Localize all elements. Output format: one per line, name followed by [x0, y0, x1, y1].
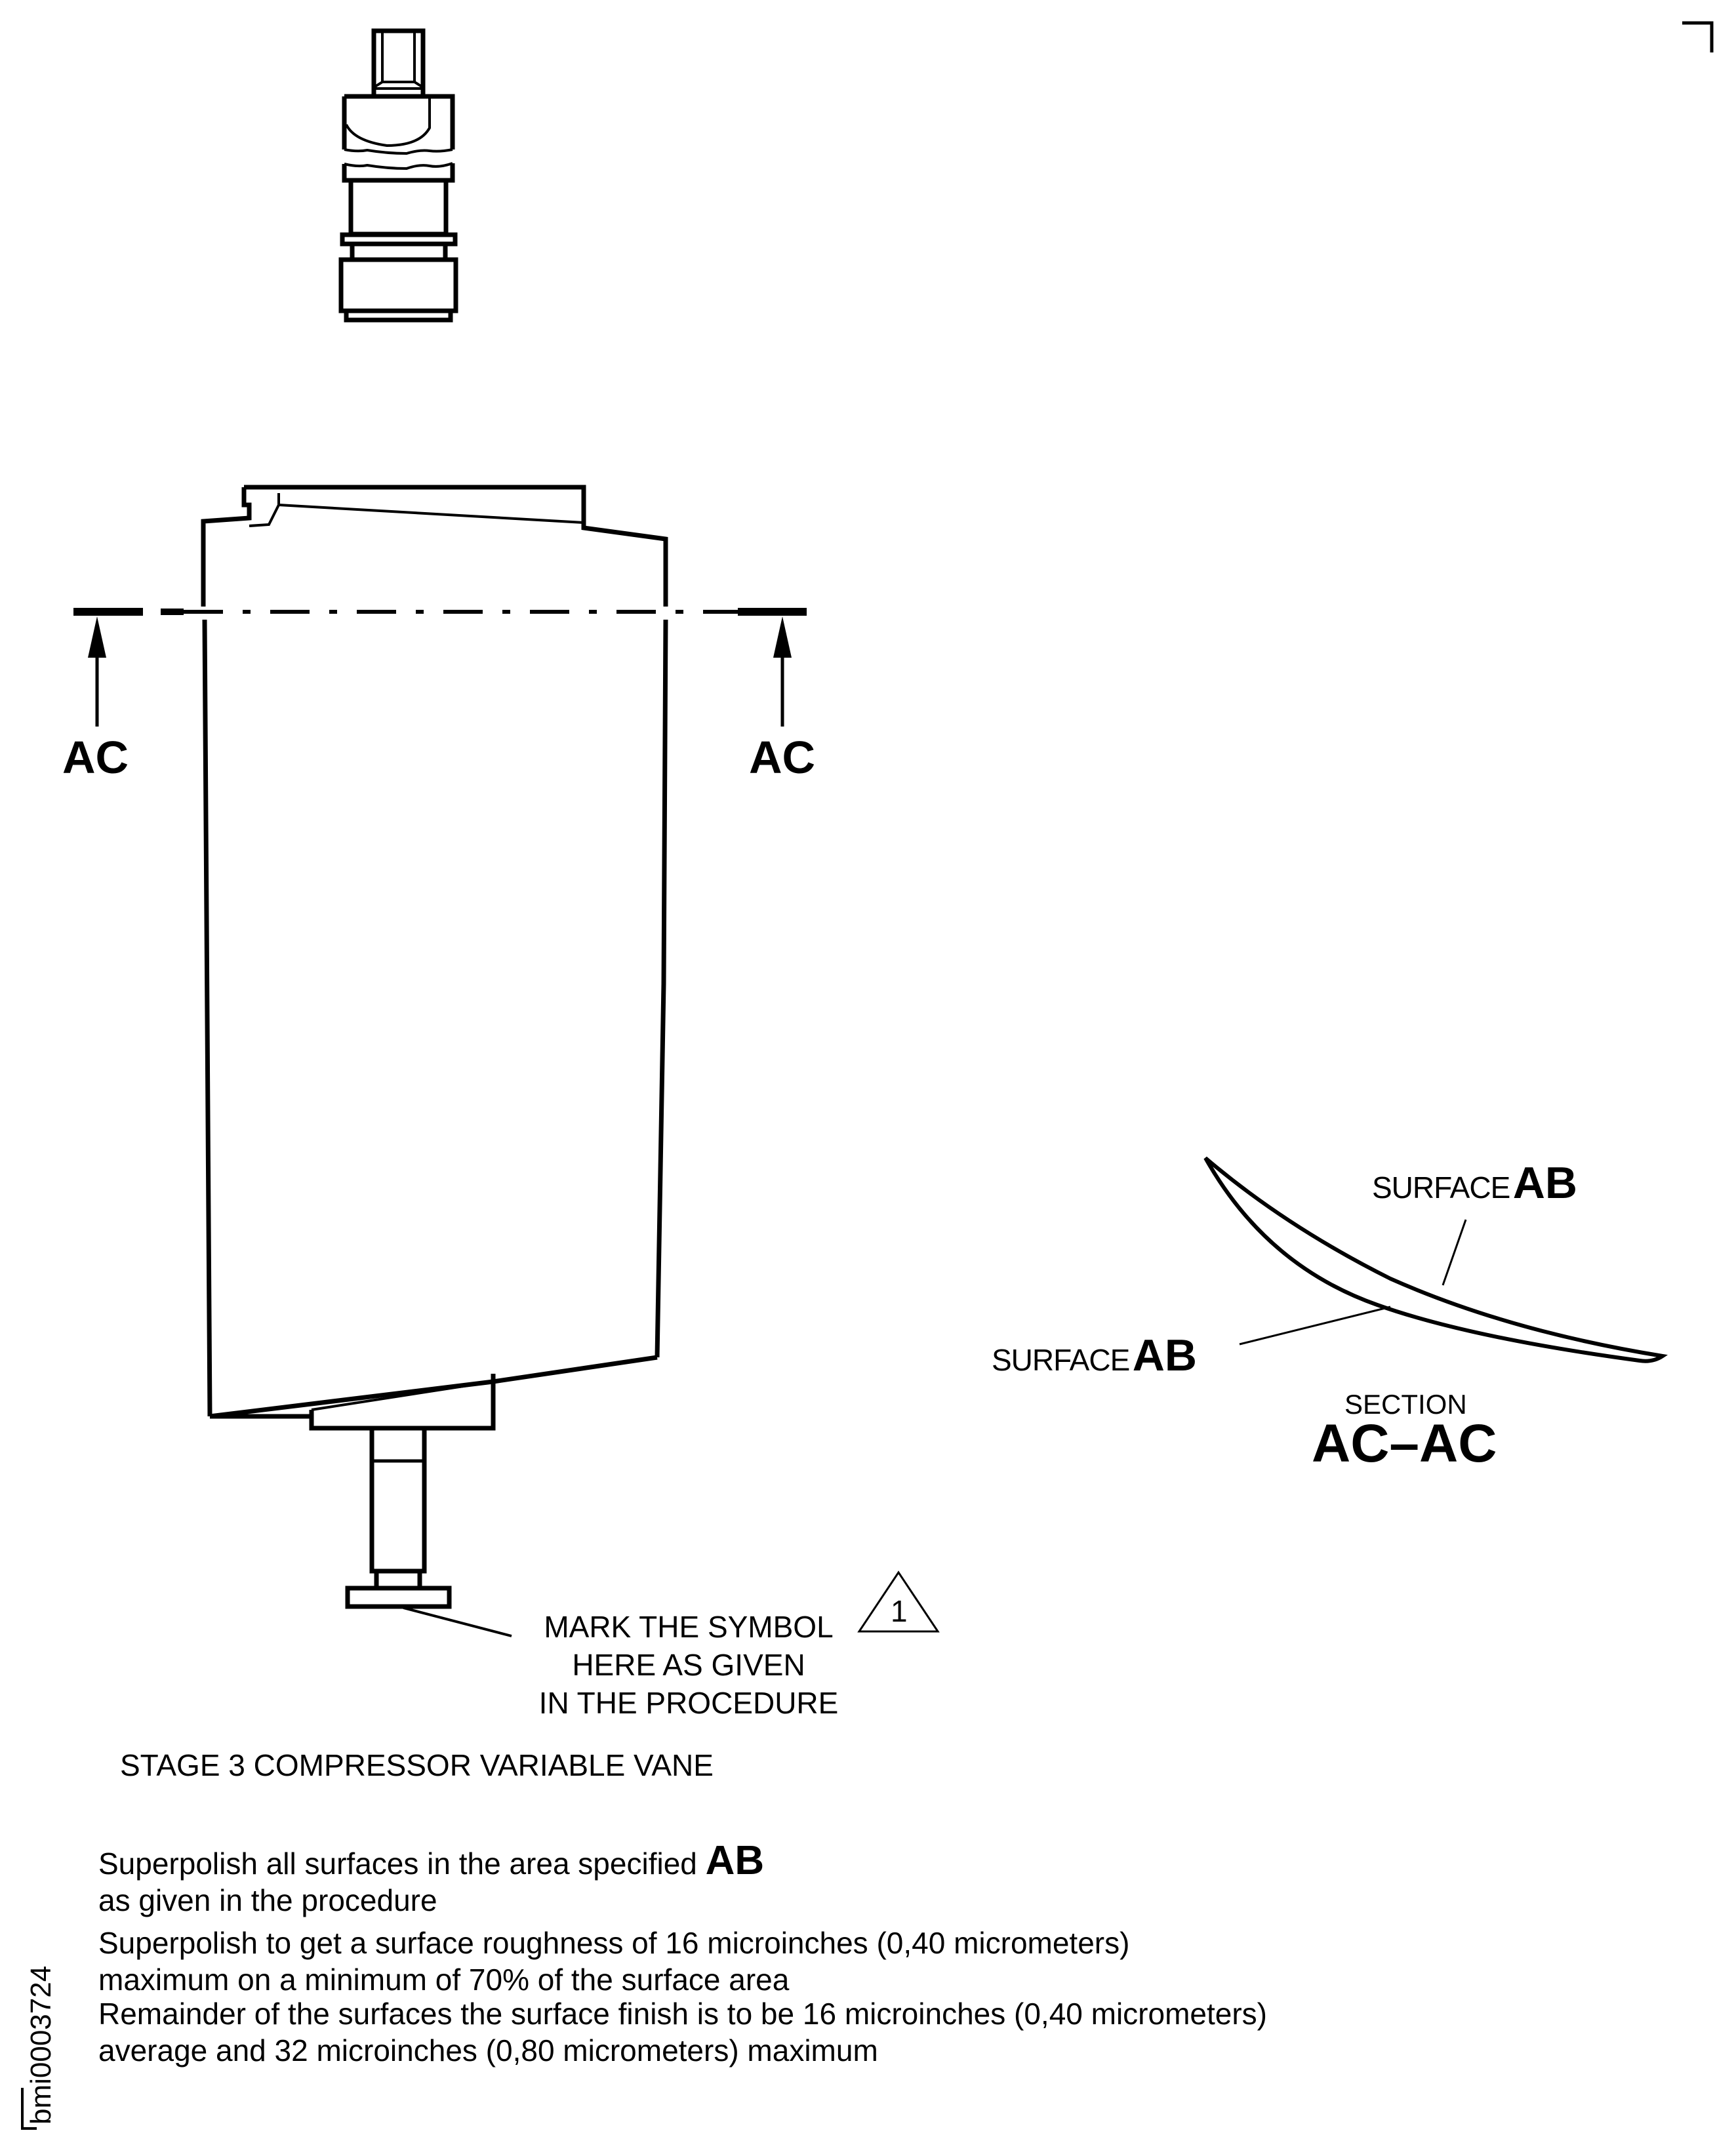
section-view-title: SECTION	[1344, 1389, 1467, 1420]
note-2: Superpolish to get a surface roughness o…	[98, 1925, 1129, 1998]
lower-stem	[345, 1426, 452, 1609]
upper-stem	[338, 28, 458, 323]
blade-outline	[201, 485, 668, 1431]
section-marker-right: AC	[749, 732, 816, 783]
symbol-triangle-icon	[857, 1570, 940, 1633]
surface-callout-prefix: SURFACE	[1372, 1170, 1510, 1205]
symbol-number: 1	[891, 1594, 908, 1628]
figure-caption: STAGE 3 COMPRESSOR VARIABLE VANE	[120, 1748, 714, 1782]
note-1-code: AB	[705, 1838, 765, 1883]
note-2-line-1: Superpolish to get a surface roughness o…	[98, 1926, 1130, 1960]
mark-callout-line-1: MARK THE SYMBOL	[544, 1610, 834, 1644]
mark-callout-line-2: HERE AS GIVEN	[572, 1648, 805, 1682]
note-2-line-2: maximum on a minimum of 70% of the surfa…	[98, 1963, 790, 1997]
surface-callout-code: AB	[1512, 1158, 1577, 1208]
surface-callout-lower: SURFACE AB	[992, 1330, 1197, 1381]
note-1: Superpolish all surfaces in the area spe…	[98, 1841, 764, 1919]
doc-id-bracket-icon	[21, 2088, 37, 2130]
surface-callout-code: AB	[1132, 1330, 1197, 1380]
note-1-line-1: Superpolish all surfaces in the area spe…	[98, 1847, 697, 1881]
note-3: Remainder of the surfaces the surface fi…	[98, 1995, 1267, 2069]
section-marker-left: AC	[62, 732, 129, 783]
note-3-line-2: average and 32 microinches (0,80 microme…	[98, 2033, 878, 2067]
mark-leader-line	[403, 1607, 512, 1637]
surface-callout-prefix: SURFACE	[992, 1343, 1130, 1377]
airfoil-section	[1203, 1156, 1668, 1363]
section-arrows	[88, 616, 792, 727]
surface-callout-upper: SURFACE AB	[1372, 1157, 1577, 1208]
note-3-line-1: Remainder of the surfaces the surface fi…	[98, 1997, 1267, 2031]
upper-surface-leader	[1442, 1219, 1467, 1286]
corner-mark	[1682, 21, 1714, 52]
mark-symbol-callout: MARK THE SYMBOL HERE AS GIVEN IN THE PRO…	[518, 1608, 859, 1722]
note-1-line-2: as given in the procedure	[98, 1883, 437, 1917]
mark-callout-line-3: IN THE PROCEDURE	[538, 1686, 839, 1720]
lower-surface-leader	[1239, 1306, 1391, 1346]
section-view-name: AC–AC	[1312, 1414, 1497, 1473]
document-id: bmi0003724	[25, 1965, 57, 2125]
